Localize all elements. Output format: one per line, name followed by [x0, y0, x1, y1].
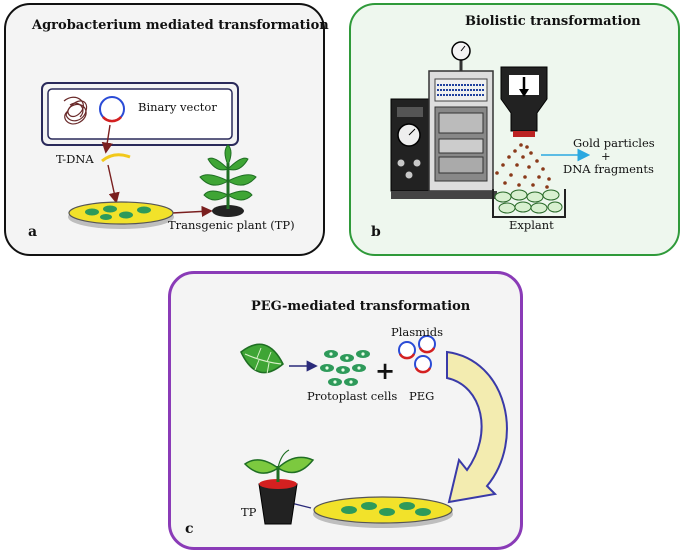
arrow-plasmid-to-tdna [101, 124, 113, 154]
petri-dish-c-icon [313, 496, 453, 528]
chromosome-icon [63, 96, 88, 125]
plus-sign-c: + [375, 356, 396, 385]
tdna-fragment-icon [101, 153, 131, 163]
protoplast-cells-label: Protoplast cells [307, 389, 398, 403]
peg-diagram [240, 335, 508, 528]
leaf-icon [240, 343, 284, 375]
tdna-label: T-DNA [56, 152, 94, 166]
plasmids-icon [398, 335, 436, 374]
explant-label: Explant [509, 218, 554, 232]
dna-fragments-label: DNA fragments [563, 162, 654, 176]
gold-particles-label: Gold particles [573, 136, 655, 150]
panel-peg-mediated: PEG-mediated transformation Plasmids + P… [168, 271, 523, 550]
transgenic-plant-icon [199, 144, 257, 217]
bacterium-inner-membrane [47, 88, 233, 140]
gold-particles-spray-icon [495, 143, 551, 189]
gun-barrel-icon [500, 66, 548, 137]
transgenic-plant-label: Transgenic plant (TP) [168, 218, 295, 232]
bacterium-outer-membrane [41, 82, 239, 146]
plus-sign-b: + [601, 149, 611, 163]
agrobacterium-diagram [41, 82, 257, 229]
arrow-dish-to-plant [171, 205, 213, 218]
panel-a-title: Agrobacterium mediated transformation [32, 18, 329, 33]
panel-biolistic: Biolistic transformation Gold particles … [349, 3, 680, 256]
gene-gun-machine-icon [390, 41, 497, 199]
arrow-tdna-to-dish [107, 164, 120, 204]
peg-process-arrow-icon [446, 350, 508, 504]
protoplast-cells-icon [320, 350, 370, 386]
peg-label: PEG [409, 389, 435, 403]
explant-tray-icon [492, 189, 566, 218]
potted-plant-icon [243, 449, 315, 525]
binary-vector-label: Binary vector [138, 100, 217, 114]
panel-a-letter: a [28, 224, 38, 240]
panel-b-title: Biolistic transformation [465, 14, 641, 29]
tdna-segment-icon [102, 116, 122, 123]
panel-c-letter: c [185, 521, 194, 537]
panel-b-letter: b [371, 224, 381, 240]
panel-c-title: PEG-mediated transformation [251, 299, 471, 314]
plasmids-label: Plasmids [391, 325, 444, 339]
panel-agrobacterium: Agrobacterium mediated transformation Bi… [4, 3, 329, 256]
biolistic-diagram [390, 41, 591, 218]
petri-dish-icon [68, 201, 174, 229]
tp-label: TP [241, 505, 257, 519]
